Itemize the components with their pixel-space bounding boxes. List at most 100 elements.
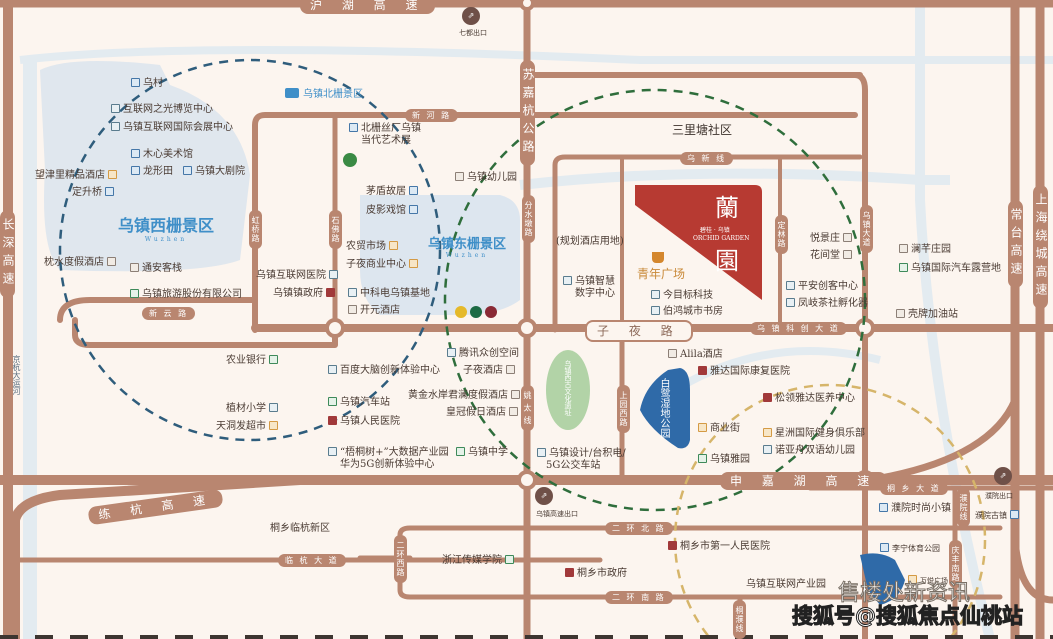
scenic-icon <box>409 205 418 214</box>
exit-qidu-icon: ⇗ <box>462 7 480 25</box>
project-subtitle: 碧桂 · 乌镇 <box>700 227 730 234</box>
district-sanlitang: 三里塘社区 <box>672 123 733 137</box>
poi[interactable]: 农业银行 <box>226 355 281 367</box>
poi[interactable]: 枕水度假酒店 <box>44 257 119 269</box>
poi[interactable]: 伯鸿城市书房 <box>648 306 723 318</box>
road-label-changtai: 常台高速 <box>1008 200 1023 288</box>
road-label-linhang-dadao: 临 杭 大 道 <box>278 554 346 567</box>
green-park-label: 乌镇西古文化遗址 <box>564 360 572 416</box>
scenic-west[interactable]: 乌镇西栅景区 Wuzhen <box>118 216 215 243</box>
road-label-tongpu: 桐濮线 <box>733 600 746 639</box>
poi[interactable]: 乌镇人民医院 <box>325 416 400 428</box>
hotel-icon <box>130 263 139 272</box>
poi[interactable]: 李宁体育公园 <box>877 543 940 555</box>
scenic-north[interactable]: 乌镇北栅景区 <box>285 85 363 100</box>
watermark-line1: 售楼处新资讯 <box>837 581 971 607</box>
lake-southeast <box>860 553 905 605</box>
radius-ring-green <box>443 88 867 512</box>
office-icon <box>786 298 795 307</box>
poi[interactable]: 乌镇互联网医院 <box>256 270 341 282</box>
poi[interactable]: 凤岐茶社孵化器 <box>783 298 868 310</box>
poi[interactable]: 乌镇智慧数字中心 <box>560 276 615 300</box>
poi[interactable]: 濮院古镇 <box>975 510 1022 522</box>
youth-square-label: 青年广场 <box>637 267 686 281</box>
scenic-icon <box>409 186 418 195</box>
hospital-icon <box>763 393 772 402</box>
project-name-cn-1: 蘭 <box>715 194 739 222</box>
poi[interactable]: 子夜酒店 <box>463 365 518 377</box>
road-label-puyuan: 濮院线 <box>957 488 970 527</box>
poi[interactable]: 浙江传媒学院 <box>442 555 517 567</box>
poi[interactable]: 今目标科技 <box>648 290 713 302</box>
poi[interactable]: 壳牌加油站 <box>893 309 958 321</box>
poi[interactable]: 乌镇中学 <box>453 447 508 459</box>
poi[interactable]: 桐乡市第一人民医院 <box>665 541 770 553</box>
poi[interactable]: 黄金水岸君澜度假酒店 <box>408 390 523 402</box>
poi[interactable]: 乌镇旅游股份有限公司 <box>127 289 242 301</box>
poi[interactable]: 乌镇设计/台积电/5G公交车站 <box>534 448 626 472</box>
poi[interactable]: 雅达国际康复医院 <box>695 366 790 378</box>
poi[interactable]: 百度大脑创新体验中心 <box>325 365 440 377</box>
poi[interactable]: 诺亚舟双语幼儿园 <box>760 445 855 457</box>
poi[interactable]: 乌镇汽车站 <box>325 397 390 409</box>
poi[interactable]: 望津里精品酒店 <box>35 170 120 182</box>
poi[interactable]: 中科电乌镇基地 <box>345 288 430 300</box>
poi[interactable]: 皮影戏馆 <box>366 205 421 217</box>
poi[interactable]: 龙形田 <box>128 166 173 178</box>
poi[interactable]: “梧桐树+”大数据产业园华为5G创新体验中心 <box>325 447 449 471</box>
poi[interactable]: 花间堂 <box>810 250 855 262</box>
hotel-icon <box>506 365 515 374</box>
hotel-icon <box>843 250 852 259</box>
poi[interactable]: 皇冠假日酒店 <box>446 407 521 419</box>
office-icon <box>651 290 660 299</box>
poi[interactable]: 天洞发超市 <box>216 421 281 433</box>
poi[interactable]: Alila酒店 <box>665 349 723 361</box>
office-icon <box>329 270 338 279</box>
poi[interactable]: 乌村 <box>128 78 163 90</box>
poi[interactable]: 定升桥 <box>72 187 117 199</box>
poi[interactable]: 乌镇国际汽车露营地 <box>896 263 1001 275</box>
scenic-icon <box>349 123 358 132</box>
poi[interactable]: 茅盾故居 <box>366 186 421 198</box>
poi[interactable]: 商业街 <box>695 423 740 435</box>
road-label-erhuan-south: 二 环 南 路 <box>605 591 673 604</box>
poi[interactable]: 乌镇幼儿园 <box>452 172 517 184</box>
road-label-shangyuan: 上园西路 <box>617 385 630 433</box>
poi[interactable]: 澜芊庄园 <box>896 244 951 256</box>
poi[interactable]: 松领雅达医养中心 <box>760 393 855 405</box>
poi[interactable]: 腾讯众创空间 <box>444 348 519 360</box>
hotel-icon <box>899 244 908 253</box>
road-label-xinyun: 新 云 路 <box>142 307 196 320</box>
poi[interactable]: 农贸市场 <box>346 241 401 253</box>
radius-ring-yellow <box>673 383 987 639</box>
poi[interactable]: 乌镇镇政府 <box>273 288 338 300</box>
poi[interactable]: (规划酒店用地) <box>556 236 624 247</box>
poi[interactable]: 木心美术馆 <box>128 149 193 161</box>
poi[interactable]: 平安创客中心 <box>783 281 858 293</box>
green-park <box>546 350 590 430</box>
poi[interactable]: 乌镇互联网产业园 <box>746 579 826 590</box>
road-label-ziye: 子 夜 路 <box>585 320 693 342</box>
poi[interactable]: 悦景庄 <box>810 233 855 245</box>
road-label-tongxiang-dadao: 桐 乡 大 道 <box>880 482 948 495</box>
poi[interactable]: 桐乡市政府 <box>562 568 627 580</box>
poi[interactable]: 子夜商业中心 <box>346 259 421 271</box>
poi[interactable]: 植材小学 <box>226 403 281 415</box>
poi[interactable]: 濮院时尚小镇 <box>876 503 951 515</box>
poi[interactable]: 乌镇互联网国际会展中心 <box>108 122 233 134</box>
scenic-east[interactable]: 乌镇东栅景区 Wuzhen <box>428 237 507 259</box>
road-label-changshen: 长深高速 <box>0 210 15 298</box>
poi[interactable]: 乌镇雅园 <box>695 454 750 466</box>
scenic-icon <box>131 149 140 158</box>
park-icon <box>880 543 889 552</box>
hospital-icon <box>668 541 677 550</box>
poi[interactable]: 星洲国际健身俱乐部 <box>760 428 865 440</box>
office-icon <box>786 281 795 290</box>
bus-station-icon <box>328 397 337 406</box>
poi[interactable]: 互联网之光博览中心 <box>108 104 213 116</box>
poi[interactable]: 开元酒店 <box>345 305 400 317</box>
poi[interactable]: 乌镇大剧院 <box>180 166 245 178</box>
poi[interactable]: 万悦广场 <box>905 575 948 587</box>
poi[interactable]: 北栅丝厂乌镇当代艺术展 <box>346 123 421 147</box>
poi[interactable]: 通安客栈 <box>127 263 182 275</box>
